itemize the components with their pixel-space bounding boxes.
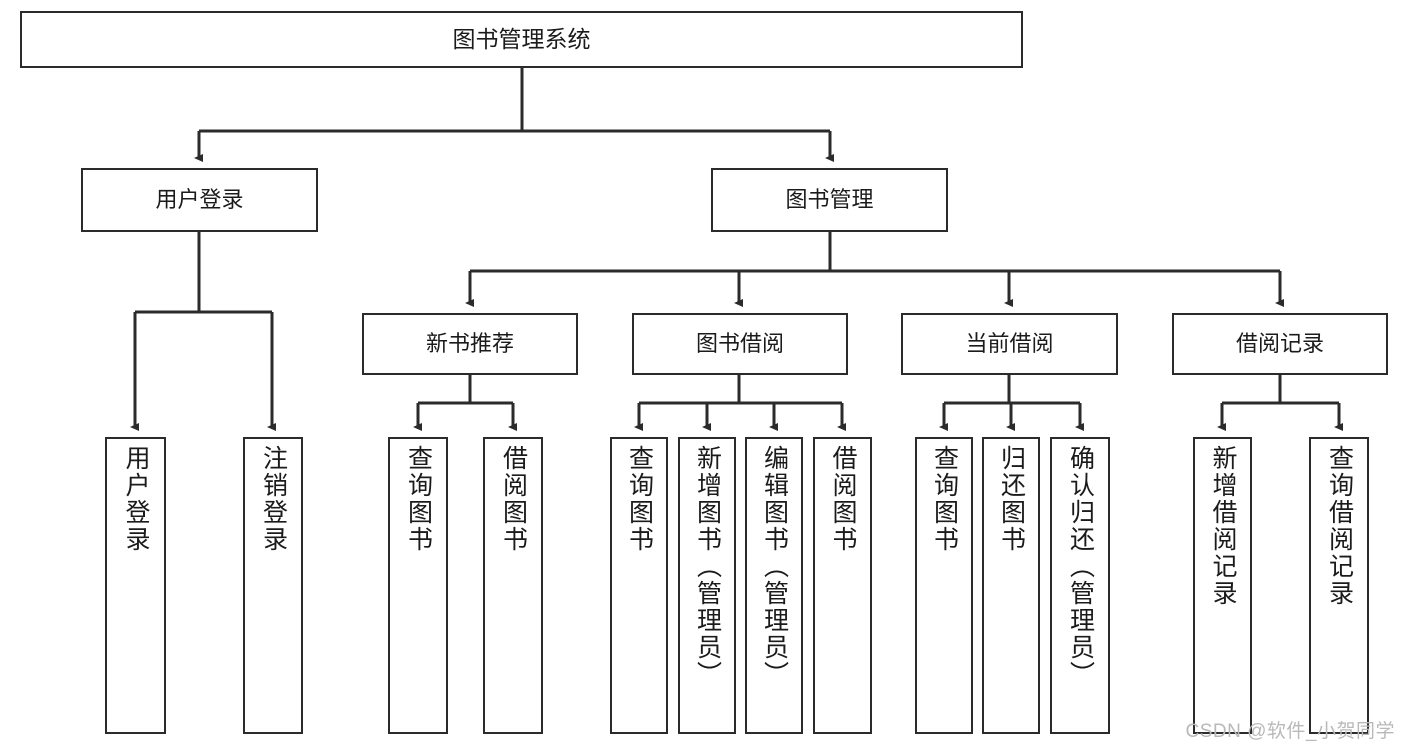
- leaf-borrow-record-add-record[interactable]: 新增借阅记录: [1193, 437, 1252, 734]
- leaf-user-login-logout[interactable]: 注销登录: [243, 437, 303, 734]
- node-label: 新增图书（管理员）: [693, 445, 722, 688]
- leaf-current-borrow-confirm-return-admin[interactable]: 确认归还（管理员）: [1050, 437, 1110, 734]
- node-label: 查询借阅记录: [1325, 445, 1354, 607]
- leaf-current-borrow-return-book[interactable]: 归还图书: [982, 437, 1040, 734]
- leaf-book-borrow-add-book-admin[interactable]: 新增图书（管理员）: [678, 437, 736, 734]
- node-root-book-management-system[interactable]: 图书管理系统: [20, 11, 1023, 68]
- node-user-login[interactable]: 用户登录: [81, 168, 318, 232]
- node-current-borrow[interactable]: 当前借阅: [901, 313, 1118, 375]
- node-new-book-recommend[interactable]: 新书推荐: [362, 313, 578, 375]
- node-label: 图书管理系统: [452, 25, 591, 52]
- node-label: 确认归还（管理员）: [1066, 445, 1095, 688]
- leaf-book-borrow-query-book[interactable]: 查询图书: [610, 437, 668, 734]
- leaf-user-login-login[interactable]: 用户登录: [105, 437, 166, 734]
- node-label: 借阅图书: [499, 445, 528, 553]
- leaf-current-borrow-query-book[interactable]: 查询图书: [915, 437, 973, 734]
- node-label: 图书管理: [785, 187, 874, 213]
- leaf-book-borrow-borrow-book[interactable]: 借阅图书: [813, 437, 872, 734]
- node-label: 用户登录: [155, 187, 244, 213]
- node-label: 归还图书: [997, 445, 1026, 553]
- node-label: 借阅图书: [829, 445, 857, 553]
- leaf-new-book-borrow-book[interactable]: 借阅图书: [483, 437, 543, 734]
- node-label: 查询图书: [625, 445, 654, 553]
- node-label: 查询图书: [930, 445, 959, 553]
- leaf-new-book-query-book[interactable]: 查询图书: [388, 437, 448, 734]
- node-label: 用户登录: [122, 445, 150, 553]
- leaf-book-borrow-edit-book-admin[interactable]: 编辑图书（管理员）: [745, 437, 803, 734]
- node-borrow-record[interactable]: 借阅记录: [1172, 313, 1388, 375]
- node-label: 编辑图书（管理员）: [760, 445, 789, 688]
- node-label: 新增借阅记录: [1209, 445, 1237, 607]
- node-label: 查询图书: [404, 445, 433, 553]
- node-label: 注销登录: [259, 445, 288, 553]
- node-label: 图书借阅: [695, 331, 784, 357]
- leaf-borrow-record-query-record[interactable]: 查询借阅记录: [1309, 437, 1369, 734]
- node-label: 当前借阅: [965, 331, 1054, 357]
- node-book-management[interactable]: 图书管理: [711, 168, 948, 232]
- node-label: 借阅记录: [1235, 331, 1324, 357]
- node-book-borrow[interactable]: 图书借阅: [632, 313, 848, 375]
- node-label: 新书推荐: [425, 331, 514, 357]
- csdn-watermark: CSDN @软件_小贺同学: [1185, 721, 1395, 742]
